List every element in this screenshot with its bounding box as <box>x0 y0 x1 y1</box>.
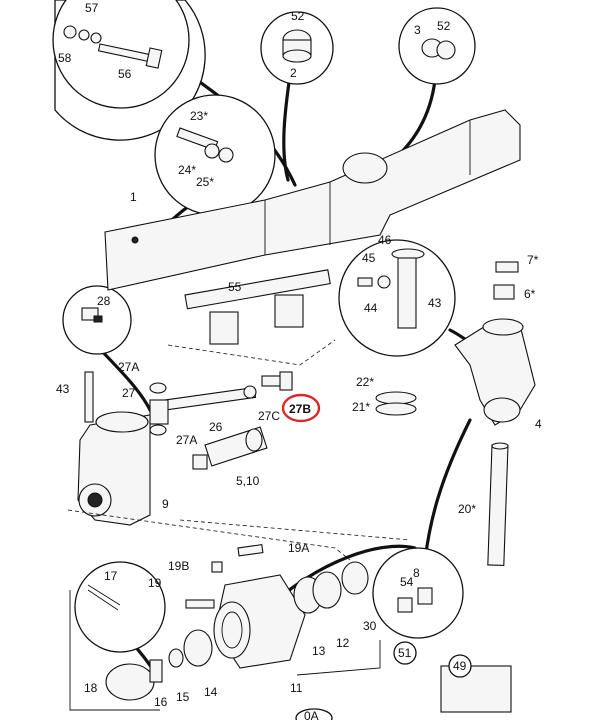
label-2: 2 <box>290 66 297 80</box>
label-30: 30 <box>363 619 377 633</box>
bushing-3-detail <box>421 38 456 60</box>
bolt-56-detail <box>63 25 163 69</box>
steering-knuckle-4 <box>454 261 536 426</box>
grease-8-detail <box>397 587 433 613</box>
label-1: 1 <box>130 190 137 204</box>
label-19: 19 <box>148 576 162 590</box>
label-54: 54 <box>400 575 414 589</box>
grease-28-detail <box>81 307 103 323</box>
label-0a-ring <box>295 708 333 720</box>
label-25: 25* <box>196 175 214 189</box>
label-6: 6* <box>524 287 536 301</box>
label-23: 23* <box>190 109 208 123</box>
bushing-2-detail <box>282 29 312 63</box>
label-51-ring <box>393 641 417 665</box>
label-27a-top: 27A <box>118 360 139 374</box>
label-51: 51 <box>398 646 412 660</box>
label-49-ring <box>448 654 472 678</box>
highlight-ring <box>281 393 321 423</box>
label-16: 16 <box>154 695 168 709</box>
pin-17-detail <box>87 584 121 611</box>
label-49: 49 <box>453 659 467 673</box>
label-13: 13 <box>312 644 326 658</box>
thrust-washers <box>375 391 417 416</box>
shaft-20 <box>487 442 509 567</box>
label-8: 8 <box>413 566 420 580</box>
label-56: 56 <box>118 67 132 81</box>
label-22: 22* <box>356 375 374 389</box>
label-12: 12 <box>336 636 350 650</box>
label-20: 20* <box>458 502 476 516</box>
bolt-23-detail <box>176 127 234 163</box>
part-labels: 57 58 56 52 2 3 52 23* 24* 25* 1 46 45 4… <box>56 1 542 720</box>
label-27a-bottom: 27A <box>176 433 197 447</box>
label-27c: 27C <box>258 409 280 423</box>
label-17: 17 <box>104 569 118 583</box>
label-52-b: 52 <box>437 19 451 33</box>
label-3: 3 <box>414 23 421 37</box>
label-7: 7* <box>527 253 539 267</box>
hub-assembly-11 <box>105 544 369 701</box>
label-28: 28 <box>97 294 111 308</box>
label-19b: 19B <box>168 559 189 573</box>
label-0a: 0A <box>304 709 319 720</box>
pivot-pin-55 <box>167 269 336 366</box>
label-45: 45 <box>362 251 376 265</box>
label-24: 24* <box>178 163 196 177</box>
label-43-b: 43 <box>56 382 70 396</box>
label-55: 55 <box>228 280 242 294</box>
kingpin-43-detail <box>357 248 425 329</box>
label-46: 46 <box>378 233 392 247</box>
label-14: 14 <box>204 685 218 699</box>
label-27: 27 <box>122 386 136 400</box>
label-43: 43 <box>428 296 442 310</box>
label-18: 18 <box>84 681 98 695</box>
label-19a: 19A <box>288 541 309 555</box>
label-9: 9 <box>162 497 169 511</box>
label-5-10: 5,10 <box>236 474 260 488</box>
label-15: 15 <box>176 690 190 704</box>
tie-rod-26 <box>84 371 293 436</box>
axle-beam-1 <box>104 109 521 291</box>
label-27b: 27B <box>289 402 311 416</box>
steering-housing-9 <box>67 411 411 561</box>
label-44: 44 <box>364 301 378 315</box>
bushing-5-10 <box>192 426 268 470</box>
label-52: 52 <box>291 9 305 23</box>
label-57: 57 <box>85 1 99 15</box>
label-4: 4 <box>535 417 542 431</box>
label-26: 26 <box>209 420 223 434</box>
label-11: 11 <box>290 681 303 695</box>
label-21: 21* <box>352 400 370 414</box>
label-58: 58 <box>58 51 72 65</box>
